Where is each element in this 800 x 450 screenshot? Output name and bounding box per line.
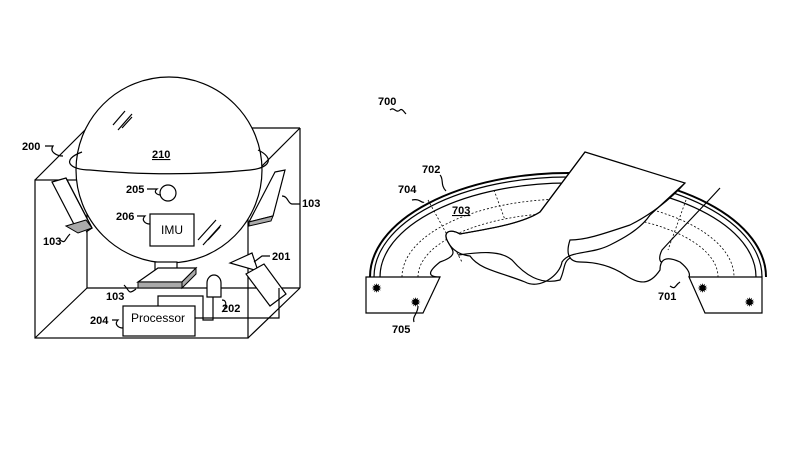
light-base-label: 705 — [392, 324, 410, 336]
sphere — [68, 76, 269, 264]
surface-label: 703 — [452, 205, 470, 217]
actuator-bottom-label: 103 — [106, 291, 124, 303]
light-icon: ✹ — [371, 283, 382, 295]
processor-ref-label: 204 — [90, 315, 109, 327]
actuator-left-icon — [51, 177, 93, 234]
imu-ref-label: 206 — [116, 211, 134, 223]
actuator-right-icon — [247, 169, 286, 227]
projector-icon — [228, 252, 287, 307]
light-icon: ✹ — [697, 283, 708, 295]
inner-rim-label: 704 — [398, 184, 417, 196]
actuator-bottom-icon — [136, 261, 198, 290]
actuator-left-label: 103 — [43, 236, 61, 248]
sensor-label: 202 — [222, 303, 240, 315]
foot-label: 701 — [658, 291, 676, 303]
camera-icon — [159, 184, 177, 202]
sensor-icon — [206, 274, 222, 298]
figure-right: 700 ✹ ✹ ✹ ✹ 702 — [365, 96, 767, 336]
light-base-right: ✹ ✹ — [688, 276, 763, 314]
figure-label: 700 — [378, 96, 396, 108]
light-icon: ✹ — [744, 297, 755, 309]
imu-box-label: IMU — [161, 223, 183, 237]
processor-box-label: Processor — [131, 311, 185, 325]
processor-box — [122, 305, 196, 337]
outer-rim-label: 702 — [422, 164, 440, 176]
figure-left: 210 205 IMU 206 103 103 103 — [22, 76, 320, 339]
imu-box — [149, 213, 195, 247]
sphere-label: 210 — [152, 149, 170, 161]
camera-label: 205 — [126, 184, 144, 196]
projector-label: 201 — [272, 251, 290, 263]
device-label: 200 — [22, 141, 40, 153]
light-base-left: ✹ ✹ — [365, 276, 441, 314]
light-icon: ✹ — [410, 297, 421, 309]
feet — [430, 151, 721, 285]
actuator-right-label: 103 — [302, 198, 320, 210]
